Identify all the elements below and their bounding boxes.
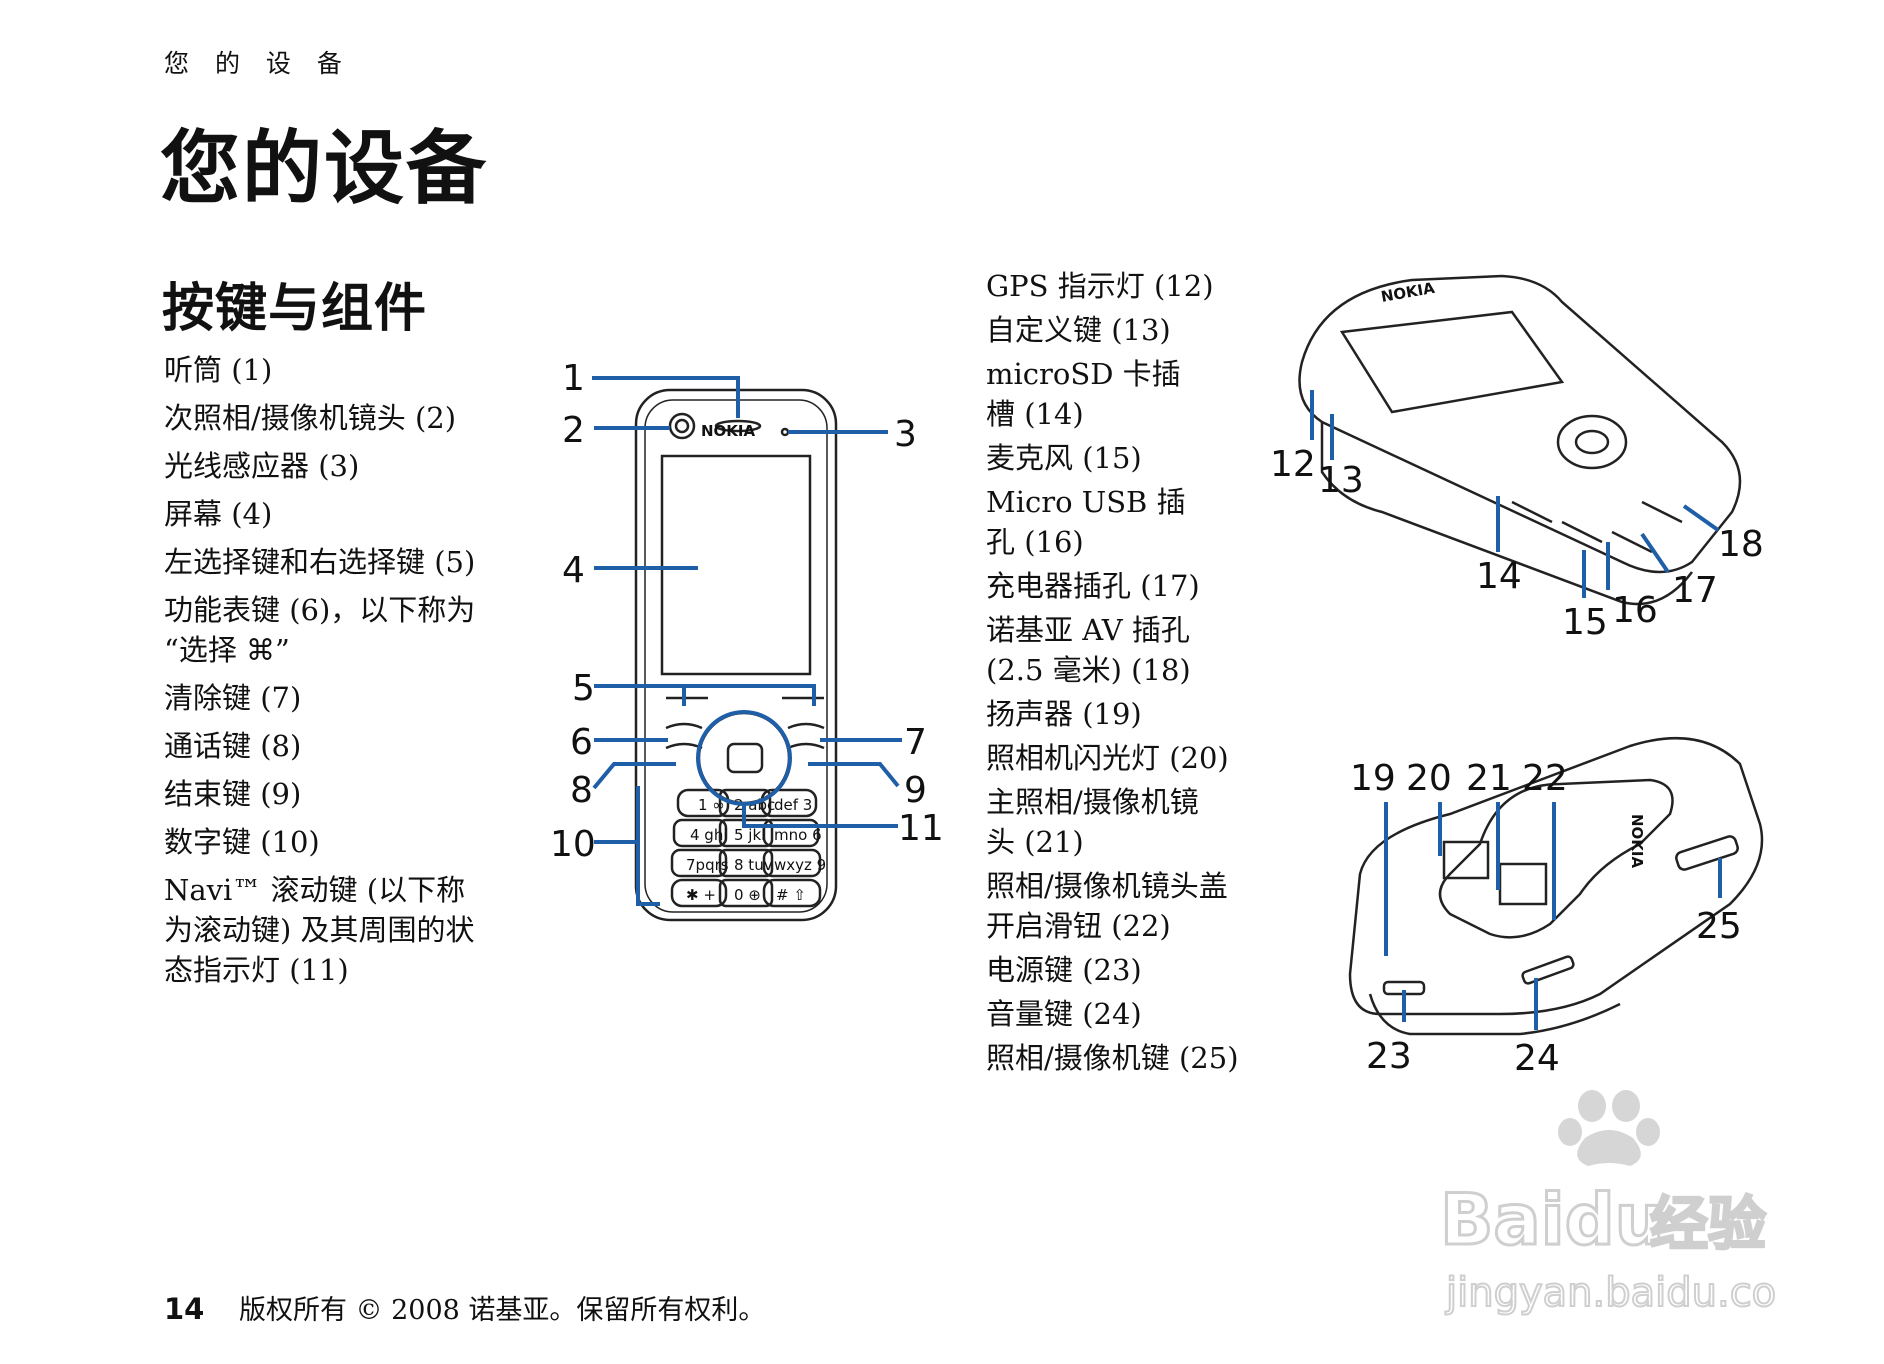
part-item: 自定义键 (13) [986, 313, 1171, 347]
callout-label: 25 [1696, 906, 1742, 947]
callout-label: 21 [1466, 758, 1512, 799]
callout-label: 15 [1562, 602, 1608, 643]
key-label: 7pqrs [686, 856, 729, 874]
part-item: 音量键 (24) [986, 997, 1142, 1031]
brand-logo: NOKIA [1380, 279, 1437, 306]
page-title: 您的设备 [160, 122, 488, 215]
part-item: 主照相/摄像机镜 头 (21) [986, 785, 1199, 859]
part-item: GPS 指示灯 (12) [986, 269, 1214, 303]
callout-label: 17 [1672, 570, 1718, 611]
key-label: 0 ⊕ [734, 886, 761, 904]
key-label: def 3 [774, 796, 812, 814]
key-label: ✱ + [686, 886, 716, 904]
callout-label: 20 [1406, 758, 1452, 799]
callout-label: 5 [572, 668, 595, 709]
volume-key [1521, 955, 1575, 985]
key-label: 1 ∞ [698, 796, 725, 814]
screen-outline [1339, 310, 1565, 414]
callout-label: 14 [1476, 556, 1522, 597]
back-phone-figure: NOKIA 19 20 21 22 23 24 25 [1348, 736, 1764, 1079]
part-item: 功能表键 (6)，以下称为 “选择 ⌘” [164, 593, 476, 667]
callout-label: 3 [894, 414, 917, 455]
screen-outline [660, 454, 812, 676]
callout-label: 13 [1318, 460, 1364, 501]
part-item: Navi™ 滚动键 (以下称 为滚动键) 及其周围的状 态指示灯 (11) [164, 873, 475, 987]
part-item: 屏幕 (4) [164, 497, 273, 531]
callout-label: 12 [1270, 444, 1316, 485]
page-number: 14 [164, 1292, 205, 1326]
part-item: microSD 卡插 槽 (14) [986, 357, 1181, 431]
side-phone-figure: NOKIA 12 13 14 15 16 17 18 [1270, 274, 1764, 643]
callout-label: 18 [1718, 524, 1764, 565]
camera-key [1675, 835, 1739, 871]
key-label: # ⇧ [776, 886, 806, 904]
callout-label: 11 [898, 808, 944, 849]
navi-center-key [726, 742, 764, 774]
key-label: wxyz 9 [774, 856, 826, 874]
part-item: 电源键 (23) [986, 953, 1142, 987]
part-item: 麦克风 (15) [986, 441, 1142, 475]
callout-label: 22 [1522, 758, 1568, 799]
part-item: 次照相/摄像机镜头 (2) [164, 401, 457, 435]
part-item: Micro USB 插 孔 (16) [986, 485, 1186, 559]
part-item: 听筒 (1) [164, 353, 273, 387]
callout-label: 4 [562, 550, 585, 591]
callout-label: 19 [1350, 758, 1396, 799]
phone-body-outline [1298, 274, 1742, 574]
callout-label: 16 [1612, 590, 1658, 631]
callout-label: 24 [1514, 1038, 1560, 1079]
copyright-notice: 版权所有 © 2008 诺基亚。保留所有权利。 [238, 1295, 766, 1326]
callout-label: 8 [570, 770, 593, 811]
part-item: 光线感应器 (3) [164, 449, 360, 483]
part-item: 左选择键和右选择键 (5) [164, 545, 476, 579]
brand-logo: NOKIA [701, 422, 756, 440]
key-label: 5 jkl [734, 826, 765, 844]
part-item: 结束键 (9) [164, 777, 302, 811]
key-label: mno 6 [774, 826, 822, 844]
watermark-brand: Baidu [1440, 1179, 1665, 1261]
part-item: 充电器插孔 (17) [986, 569, 1200, 603]
part-item: 数字键 (10) [164, 825, 320, 859]
parts-list-left: 听筒 (1) 次照相/摄像机镜头 (2) 光线感应器 (3) 屏幕 (4) 左选… [164, 350, 538, 998]
baidu-watermark: Baidu 经验 jingyan.baidu.com [1440, 1090, 1776, 1317]
brand-logo: NOKIA [1628, 814, 1646, 869]
part-item: 清除键 (7) [164, 681, 302, 715]
part-item: 照相/摄像机镜头盖 开启滑钮 (22) [986, 869, 1228, 943]
camera-flash [1442, 840, 1490, 880]
callout-label: 10 [550, 824, 596, 865]
callout-label: 1 [562, 358, 585, 399]
callout-label: 6 [570, 722, 593, 763]
key-label: 8 tuv [734, 856, 773, 874]
callout-label: 23 [1366, 1036, 1412, 1077]
paw-icon [1558, 1090, 1660, 1166]
page-footer: 14 版权所有 © 2008 诺基亚。保留所有权利。 [164, 1288, 765, 1327]
watermark-url: jingyan.baidu.com [1445, 1270, 1776, 1316]
part-item: 照相/摄像机键 (25) [986, 1041, 1239, 1075]
callout-label: 7 [904, 722, 927, 763]
section-title: 按键与组件 [162, 279, 428, 339]
front-phone-figure: NOKIA 1 ∞ 2 abc def 3 4 ghi 5 jkl mno 6 … [550, 358, 944, 922]
watermark-suffix: 经验 [1650, 1190, 1766, 1258]
callout-label: 2 [562, 410, 585, 451]
main-camera-lens [1498, 862, 1548, 906]
camera-slide-cover [1438, 778, 1674, 939]
part-item: 照相机闪光灯 (20) [986, 741, 1229, 775]
running-header: 您 的 设 备 [164, 49, 351, 78]
part-item: 诺基亚 AV 插孔 (2.5 毫米) (18) [986, 613, 1191, 687]
part-item: 扬声器 (19) [986, 697, 1142, 731]
parts-list-right: GPS 指示灯 (12) 自定义键 (13) microSD 卡插 槽 (14)… [986, 266, 1286, 1082]
part-item: 通话键 (8) [164, 729, 302, 763]
key-label: 4 ghi [690, 826, 728, 844]
callout-label: 9 [904, 770, 927, 811]
